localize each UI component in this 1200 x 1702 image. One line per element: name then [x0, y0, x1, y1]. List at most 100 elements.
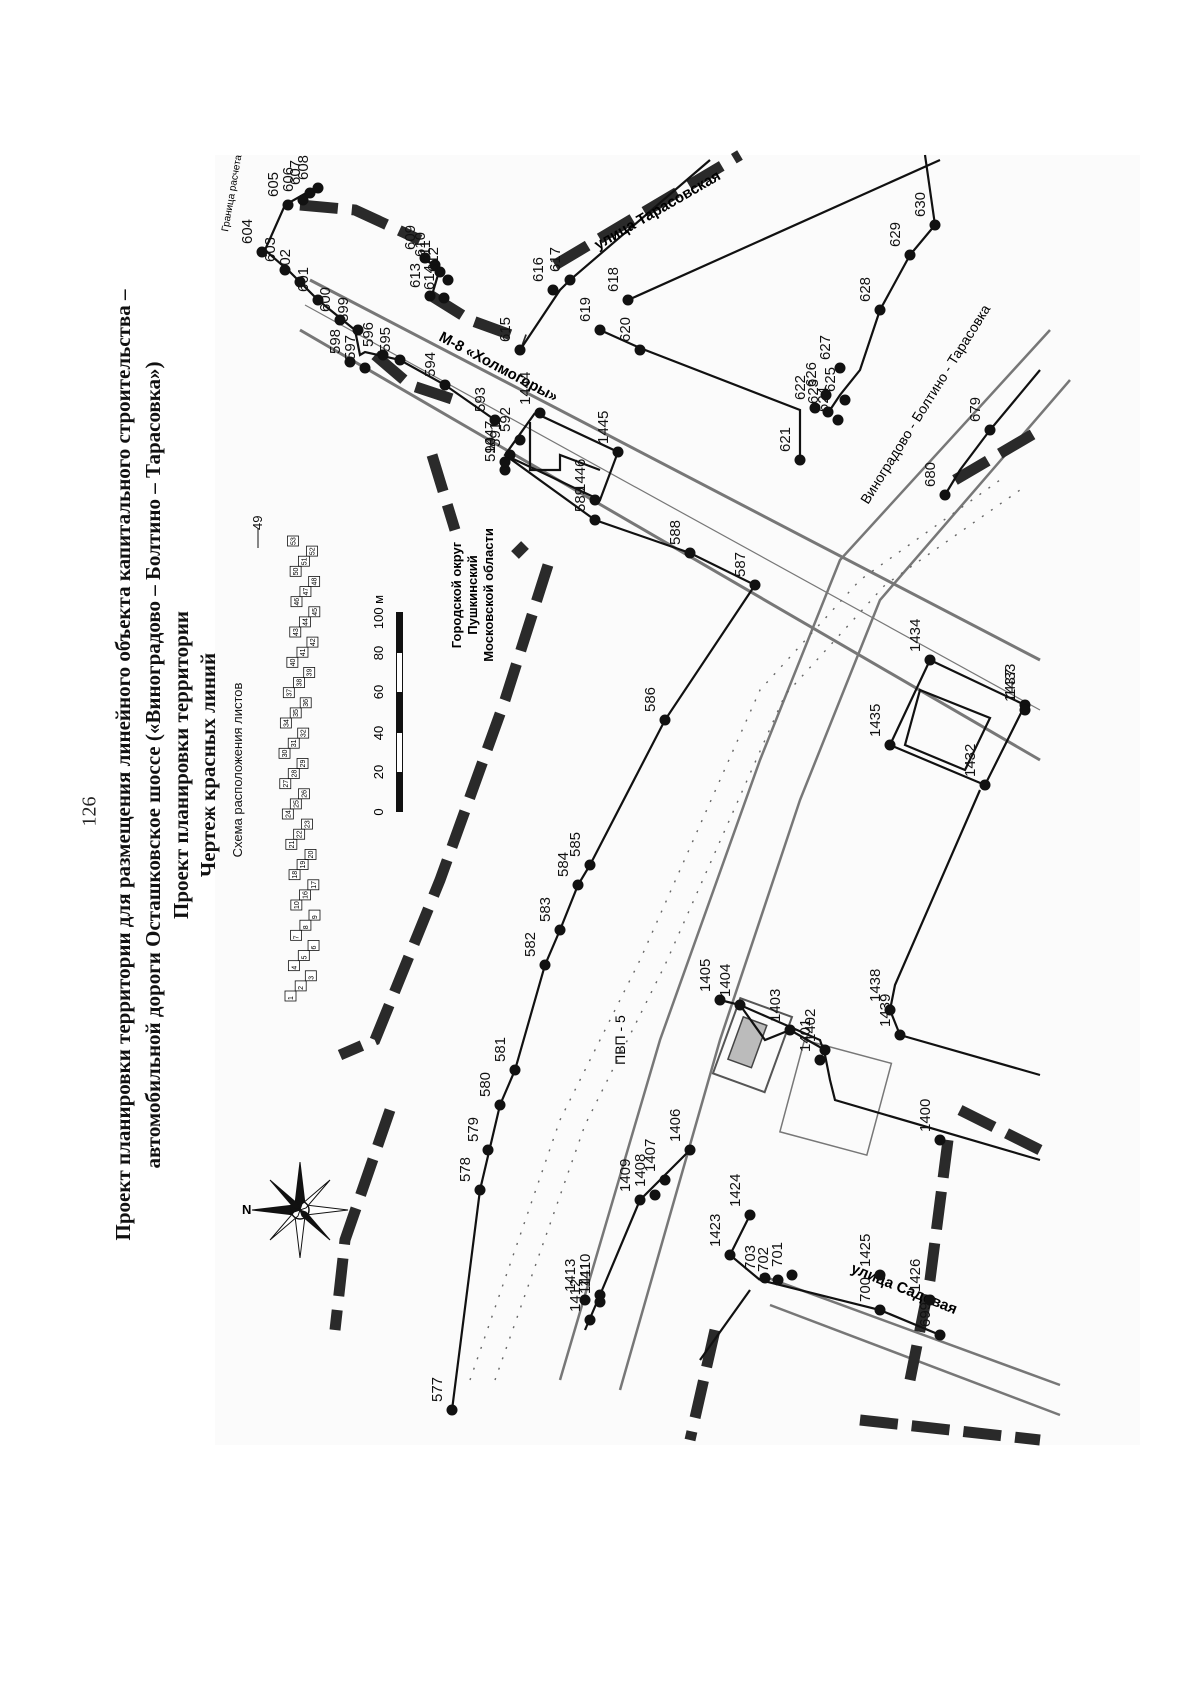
- red-line-point-label: 596: [360, 322, 377, 347]
- scheme-cell: [294, 980, 307, 992]
- red-line-point-label: 595: [377, 327, 394, 352]
- red-line-point-label: 701: [769, 1242, 786, 1267]
- red-line-point: [884, 739, 896, 751]
- red-line-point: [772, 1274, 784, 1286]
- red-line-point-label: 1426: [907, 1259, 924, 1292]
- red-line-point: [589, 494, 601, 506]
- svg-text:Проект планировки территории д: Проект планировки территории для размеще…: [111, 289, 135, 1240]
- red-line-point-label: 583: [537, 897, 554, 922]
- red-line-point-label: 1432: [962, 744, 979, 777]
- red-line-point: [579, 1294, 591, 1306]
- scheme-cell-label: 28: [291, 770, 298, 778]
- red-line-point: [839, 394, 851, 406]
- red-line-point: [514, 434, 526, 446]
- red-line-point-label: 702: [755, 1247, 772, 1272]
- red-line-point: [297, 194, 309, 206]
- scheme-cell: [286, 656, 299, 668]
- scheme-cell: [289, 626, 302, 638]
- red-line-point-label: 1445: [595, 411, 612, 444]
- scheme-cell-label: 45: [312, 608, 319, 616]
- red-line-point-label: 1447: [482, 421, 499, 454]
- scheme-cell: [297, 950, 310, 961]
- red-line-point-label: 1401: [797, 1019, 814, 1052]
- svg-text:Городской округ: Городской округ: [449, 541, 464, 648]
- red-line-point: [499, 464, 511, 476]
- red-line-point-label: 1410: [577, 1254, 594, 1287]
- red-line-point: [884, 1004, 896, 1016]
- scheme-cell: [287, 768, 300, 779]
- scheme-cell-label: 26: [301, 790, 308, 798]
- red-line-point: [256, 246, 268, 258]
- red-line-point: [424, 290, 436, 302]
- red-line-point: [446, 1404, 458, 1416]
- red-line-point-label: 587: [732, 552, 749, 577]
- scheme-cell: [293, 828, 306, 840]
- scheme-cell: [306, 636, 319, 648]
- red-line-point-label: 598: [327, 329, 344, 354]
- north-arrow-icon: N: [242, 1161, 349, 1259]
- scheme-cell: [282, 687, 295, 699]
- red-line-point: [359, 362, 371, 374]
- red-line-point-label: 1439: [877, 994, 894, 1027]
- red-line-point: [834, 362, 846, 374]
- scheme-cell: [298, 788, 310, 800]
- svg-text:Проект планировки территории: Проект планировки территории: [169, 611, 193, 919]
- scheme-cell-label: 20: [308, 851, 315, 859]
- scheme-cell-label: 40: [290, 658, 297, 666]
- red-line-point-label: 618: [605, 267, 622, 292]
- scheme-cell: [303, 667, 316, 678]
- red-line-point: [394, 354, 406, 366]
- red-line-point: [344, 356, 356, 368]
- red-line-point: [294, 276, 306, 288]
- scheme-cell-label: 32: [301, 729, 308, 737]
- red-line-point: [822, 406, 834, 418]
- red-line-point: [482, 1144, 494, 1156]
- red-line-point: [572, 879, 584, 891]
- red-line-point-label: 612: [425, 247, 442, 272]
- scale-tick-label: 80: [371, 646, 386, 660]
- red-line-point-label: 582: [522, 932, 539, 957]
- red-line-point: [684, 1144, 696, 1156]
- pvp-label: ПВП - 5: [612, 1015, 628, 1065]
- red-line-point-label: 585: [567, 832, 584, 857]
- red-line-point-label: 580: [477, 1072, 494, 1097]
- red-line-point-label: 589: [572, 487, 589, 512]
- red-line-point-label: 1407: [642, 1139, 659, 1172]
- red-line-point-label: 593: [472, 387, 489, 412]
- red-line-point: [809, 402, 821, 414]
- scheme-cell-label: 38: [297, 679, 304, 687]
- red-line-point: [439, 379, 451, 391]
- scheme-cell-label: 27: [283, 780, 290, 788]
- red-line-point: [279, 264, 291, 276]
- red-line-point: [819, 1044, 831, 1056]
- red-line-point: [734, 999, 746, 1011]
- scheme-cell: [290, 899, 303, 911]
- scheme-cell: [308, 909, 321, 921]
- red-line-point: [584, 859, 596, 871]
- red-line-point: [334, 314, 346, 326]
- red-line-point: [494, 1099, 506, 1111]
- red-line-points: 5775785795805815825835845855865875885895…: [239, 155, 1031, 1416]
- scale-tick-label: 40: [371, 726, 386, 740]
- red-line-point-label: 609: [402, 225, 419, 250]
- scheme-cells: 1234567891016171819202122232425262728293…: [278, 535, 321, 1002]
- red-line-point-label: 579: [465, 1117, 482, 1142]
- red-line-point: [984, 424, 996, 436]
- scheme-cell: [308, 576, 321, 587]
- scheme-cell: [284, 990, 297, 1002]
- title-line-2: автомобильной дороги Осташковское шоссе …: [141, 361, 165, 1168]
- red-line-point-label: 622: [792, 375, 809, 400]
- red-line-point-label: 628: [857, 277, 874, 302]
- red-line-point-label: 610: [412, 232, 429, 257]
- red-line-point: [509, 1064, 521, 1076]
- scheme-cell: [287, 960, 300, 972]
- red-line-point-label: 1404: [717, 964, 734, 997]
- scheme-cell-label: 42: [310, 638, 317, 646]
- red-line-point: [1019, 704, 1031, 716]
- red-line-point-label: 604: [239, 219, 256, 244]
- scheme-cell-label: 41: [300, 648, 307, 656]
- scheme-cell: [289, 798, 302, 810]
- scheme-cell-label: 44: [302, 618, 309, 626]
